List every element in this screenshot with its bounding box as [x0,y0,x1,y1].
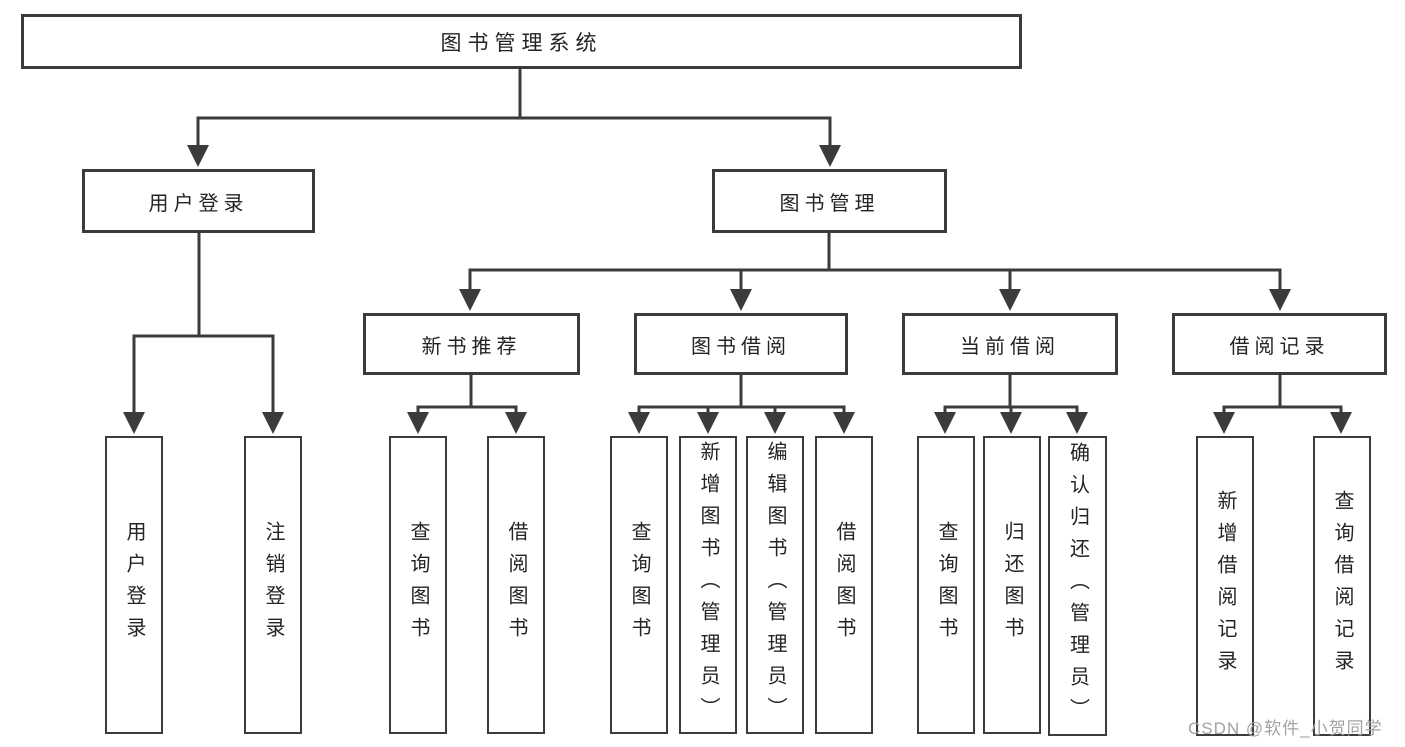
node-user-login-label: 用户登录 [148,192,249,215]
leaf-borrow-book-label: 借阅图书 [833,521,855,649]
connector-records-bar [1222,405,1343,420]
node-new-book-recommend-label: 新书推荐 [421,335,522,358]
arrow-leaf-11 [1066,412,1088,434]
node-current-borrow-label: 当前借阅 [960,335,1060,358]
node-borrow-records: 借阅记录 [1172,313,1387,375]
node-current-borrow: 当前借阅 [902,313,1118,375]
node-book-borrow: 图书借阅 [634,313,848,375]
node-new-book-recommend: 新书推荐 [363,313,580,375]
arrow-to-current [999,289,1021,311]
node-borrow-records-label: 借阅记录 [1229,335,1330,358]
connector-userlogin-bar [132,334,275,420]
arrow-to-records [1269,289,1291,311]
leaf-borrow-book: 借阅图书 [815,436,873,734]
connector-borrow-bar [637,405,846,420]
leaf-user-login-label: 用户登录 [123,521,145,649]
node-user-login: 用户登录 [82,169,315,233]
arrow-to-user-login [187,145,209,167]
leaf-borrow-book-recommend: 借阅图书 [487,436,545,734]
arrow-leaf-5 [628,412,650,434]
leaf-user-login: 用户登录 [105,436,163,734]
node-book-management-label: 图书管理 [779,192,880,215]
arrow-to-book-mgmt [819,145,841,167]
node-root: 图书管理系统 [21,14,1022,69]
leaf-edit-book-admin: 编辑图书（管理员） [746,436,804,734]
arrow-leaf-10 [1000,412,1022,434]
arrow-to-borrow [730,289,752,311]
leaf-return-book-label: 归还图书 [1001,521,1023,649]
connector-level1-bar [196,116,832,150]
leaf-return-book: 归还图书 [983,436,1041,734]
leaf-query-borrow-record-label: 查询借阅记录 [1331,490,1353,682]
connector-recommend-bar [416,405,518,420]
leaf-add-book-admin: 新增图书（管理员） [679,436,737,734]
arrow-leaf-13 [1330,412,1352,434]
arrow-leaf-2 [262,412,284,434]
arrow-leaf-4 [505,412,527,434]
node-book-borrow-label: 图书借阅 [691,335,791,358]
leaf-borrow-book-recommend-label: 借阅图书 [505,521,527,649]
arrow-leaf-12 [1213,412,1235,434]
arrowheads [123,145,1352,434]
leaf-confirm-return-admin: 确认归还（管理员） [1048,436,1107,736]
leaf-query-book-borrow-label: 查询图书 [628,521,650,649]
leaf-edit-book-admin-label: 编辑图书（管理员） [764,441,786,729]
arrow-to-recommend [459,289,481,311]
arrow-leaf-8 [833,412,855,434]
leaf-query-book-borrow: 查询图书 [610,436,668,734]
leaf-query-book-current: 查询图书 [917,436,975,734]
arrow-leaf-9 [934,412,956,434]
leaf-add-book-admin-label: 新增图书（管理员） [697,441,719,729]
leaf-add-borrow-record: 新增借阅记录 [1196,436,1254,736]
leaf-query-book-current-label: 查询图书 [935,521,957,649]
leaf-logout: 注销登录 [244,436,302,734]
leaf-query-book-recommend-label: 查询图书 [407,521,429,649]
arrow-leaf-6 [697,412,719,434]
leaf-query-borrow-record: 查询借阅记录 [1313,436,1371,736]
arrow-leaf-3 [407,412,429,434]
arrow-leaf-1 [123,412,145,434]
leaf-query-book-recommend: 查询图书 [389,436,447,734]
node-root-label: 图书管理系统 [440,31,603,55]
leaf-add-borrow-record-label: 新增借阅记录 [1214,490,1236,682]
leaf-confirm-return-admin-label: 确认归还（管理员） [1066,442,1089,730]
watermark-text: CSDN @软件_小贺同学 [1188,719,1383,738]
node-book-management: 图书管理 [712,169,947,233]
leaf-logout-label: 注销登录 [262,521,284,649]
connector-level2-bar [468,268,1282,298]
arrow-leaf-7 [764,412,786,434]
